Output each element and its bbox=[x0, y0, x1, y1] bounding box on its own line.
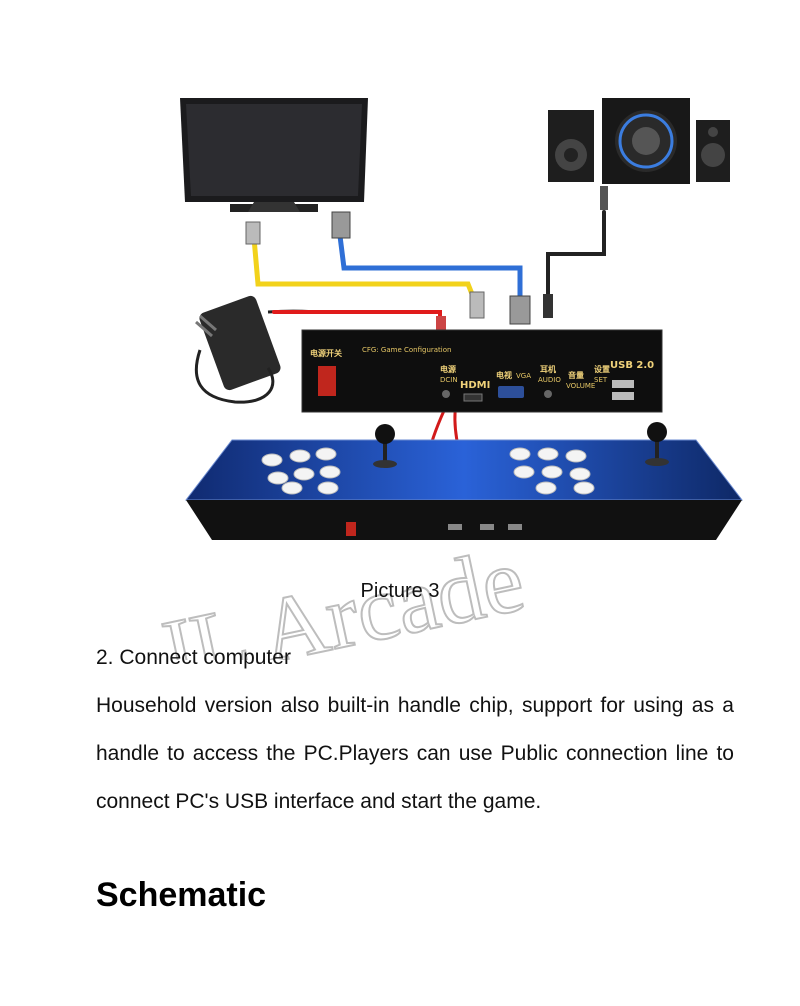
section-heading: Schematic bbox=[96, 876, 267, 914]
power-adapter bbox=[194, 295, 321, 404]
connection-diagram: 电源开关 CFG: Game Configuration 电源 DCIN HDM… bbox=[146, 98, 744, 660]
label-audio: AUDIO bbox=[538, 376, 561, 384]
label-volume-cn: 音量 bbox=[568, 370, 584, 380]
tv-monitor bbox=[180, 98, 368, 212]
arcade-console bbox=[184, 422, 744, 540]
figure-caption: Picture 3 bbox=[360, 580, 440, 602]
label-usb: USB 2.0 bbox=[610, 360, 654, 371]
label-set: SET bbox=[594, 376, 608, 384]
label-audio-cn: 耳机 bbox=[540, 364, 556, 374]
label-hdmi: HDMI bbox=[460, 380, 490, 391]
label-vga-cn: 电视 bbox=[496, 370, 512, 380]
label-dcin: DCIN bbox=[440, 376, 458, 384]
label-vga: VGA bbox=[516, 372, 531, 380]
label-power: 电源 bbox=[440, 364, 456, 374]
description-paragraph: Household version also built-in handle c… bbox=[96, 694, 734, 813]
speaker-system bbox=[548, 98, 730, 210]
label-cfg: CFG: Game Configuration bbox=[362, 346, 451, 354]
connectors bbox=[245, 211, 553, 330]
label-volume: VOLUME bbox=[566, 382, 595, 390]
label-set-cn: 设置 bbox=[594, 364, 610, 374]
console-back-panel: 电源开关 CFG: Game Configuration 电源 DCIN HDM… bbox=[301, 329, 663, 413]
step-title: 2. Connect computer bbox=[96, 646, 291, 669]
label-power-switch: 电源开关 bbox=[310, 348, 342, 358]
connection-diagram-svg: 电源开关 CFG: Game Configuration 电源 DCIN HDM… bbox=[180, 98, 744, 540]
